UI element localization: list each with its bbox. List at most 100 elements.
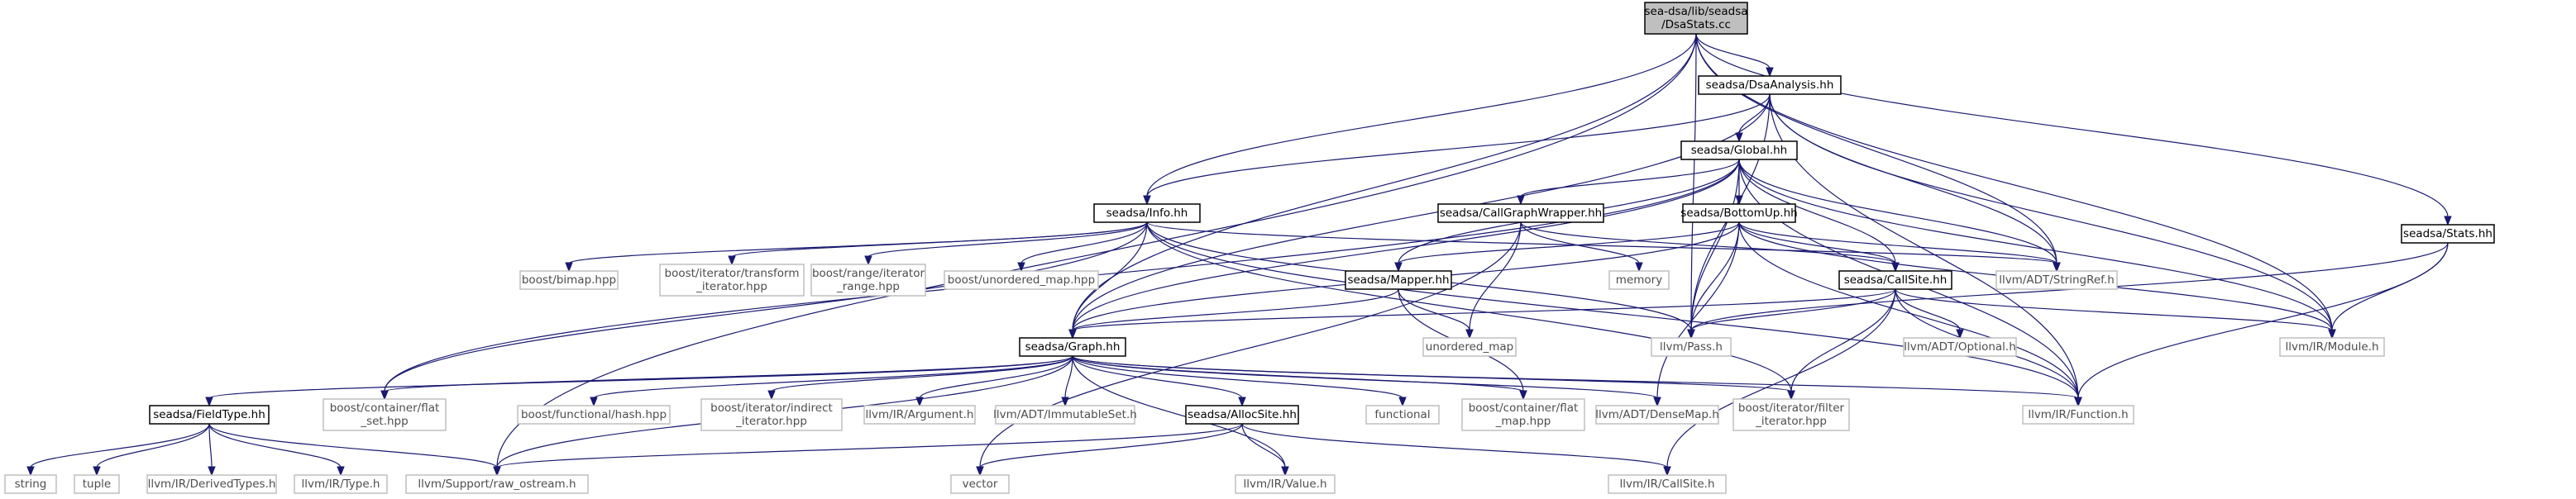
node-graph[interactable]: seadsa/Graph.hh bbox=[1019, 337, 1126, 357]
edge-bottomup-to-stringref bbox=[1738, 221, 2057, 264]
node-flat_set-box bbox=[323, 398, 447, 431]
edge-graph-to-flat_set bbox=[384, 355, 1073, 392]
node-indirect_iter-box bbox=[700, 398, 843, 431]
node-callgraphwrapper[interactable]: seadsa/CallGraphWrapper.hh bbox=[1437, 203, 1604, 223]
node-boost_transform-label-0: boost/iterator/transform bbox=[665, 267, 800, 280]
node-root[interactable]: sea-dsa/lib/seadsa/DsaStats.cc bbox=[1644, 2, 1748, 35]
node-derivedtypes-box bbox=[146, 474, 277, 494]
node-boost_range-box bbox=[810, 264, 926, 297]
arrowhead-dsaanalysis-to-info bbox=[1143, 195, 1151, 206]
node-string: string bbox=[4, 474, 57, 494]
node-boost_bimap: boost/bimap.hpp bbox=[519, 270, 619, 290]
arrowhead-bottomup-to-callsite bbox=[1891, 262, 1900, 273]
node-mapper-box bbox=[1345, 270, 1452, 290]
edge-global-to-graph bbox=[1072, 159, 1740, 331]
edge-graph-to-functional bbox=[1072, 355, 1403, 399]
arrowhead-allocsite-to-vector bbox=[976, 466, 984, 477]
node-root-label-1: /DsaStats.cc bbox=[1661, 18, 1731, 31]
node-mapper[interactable]: seadsa/Mapper.hh bbox=[1345, 270, 1452, 290]
edge-graph-to-flat_map bbox=[1072, 355, 1524, 392]
node-module-box bbox=[2279, 337, 2385, 357]
node-root-label-0: sea-dsa/lib/seadsa bbox=[1644, 5, 1747, 18]
node-value-label-0: llvm/IR/Value.h bbox=[1243, 478, 1326, 491]
node-filter_iter-label-0: boost/iterator/filter bbox=[1738, 402, 1845, 415]
edge-mapper-to-graph bbox=[1072, 288, 1399, 331]
edge-allocsite-to-value bbox=[1241, 423, 1286, 468]
arrowhead-root-to-stats bbox=[2444, 216, 2452, 226]
edge-graph-to-indirect_iter bbox=[771, 355, 1073, 392]
arrowhead-fieldtype-to-tuple bbox=[93, 466, 101, 477]
node-flat_map: boost/container/flat_map.hpp bbox=[1461, 398, 1585, 431]
node-derivedtypes-label-0: llvm/IR/DerivedTypes.h bbox=[148, 478, 276, 491]
node-mapper-label-0: seadsa/Mapper.hh bbox=[1347, 273, 1449, 287]
arrowhead-info-to-boost_bimap bbox=[565, 262, 573, 273]
edge-global-to-callgraphwrapper bbox=[1520, 159, 1740, 197]
edge-bottomup-to-densemap bbox=[1656, 221, 1740, 399]
edge-stats-to-module bbox=[2331, 242, 2449, 331]
edge-dsaanalysis-to-info bbox=[1146, 93, 1771, 197]
node-tuple-box bbox=[74, 474, 120, 494]
node-raw_ostream-box bbox=[405, 474, 589, 494]
node-dsaanalysis-label-0: seadsa/DsaAnalysis.hh bbox=[1706, 78, 1834, 92]
node-unordered_map-box bbox=[1422, 337, 1517, 357]
edge-stats-to-function bbox=[2077, 242, 2449, 399]
edge-callgraphwrapper-to-callsite bbox=[1520, 221, 1896, 264]
node-fieldtype[interactable]: seadsa/FieldType.hh bbox=[149, 405, 270, 425]
node-optional: llvm/ADT/Optional.h bbox=[1903, 337, 2017, 357]
node-global[interactable]: seadsa/Global.hh bbox=[1680, 140, 1798, 160]
node-boost_bimap-label-0: boost/bimap.hpp bbox=[522, 273, 616, 287]
arrowhead-callsite-to-pass bbox=[1687, 329, 1695, 340]
node-function: llvm/IR/Function.h bbox=[2022, 405, 2134, 425]
edge-dsaanalysis-to-graph bbox=[1072, 93, 1771, 331]
node-functional: functional bbox=[1365, 405, 1440, 425]
node-module: llvm/IR/Module.h bbox=[2279, 337, 2385, 357]
node-unordered_map: unordered_map bbox=[1422, 337, 1517, 357]
edge-callsite-to-optional bbox=[1895, 288, 1961, 331]
edge-graph-to-function bbox=[1072, 355, 2079, 399]
node-stats[interactable]: seadsa/Stats.hh bbox=[2401, 224, 2495, 244]
edge-graph-to-immutableset bbox=[1064, 355, 1073, 399]
arrowhead-callsite-to-optional bbox=[1956, 329, 1964, 340]
edge-fieldtype-to-tuple bbox=[96, 423, 210, 468]
edges-layer bbox=[26, 33, 2452, 477]
arrowhead-mapper-to-unordered_map bbox=[1465, 329, 1474, 340]
node-value-box bbox=[1235, 474, 1336, 494]
arrowhead-callsite-to-module bbox=[2328, 329, 2336, 340]
node-boost_transform: boost/iterator/transform_iterator.hpp bbox=[659, 264, 805, 297]
node-stringref-label-0: llvm/ADT/StringRef.h bbox=[1999, 273, 2115, 287]
node-function-label-0: llvm/IR/Function.h bbox=[2028, 408, 2128, 421]
arrowhead-bottomup-to-mapper bbox=[1394, 262, 1403, 273]
node-string-label-0: string bbox=[15, 478, 47, 491]
edge-bottomup-to-callsite bbox=[1738, 221, 1896, 264]
node-argument: llvm/IR/Argument.h bbox=[863, 405, 976, 425]
node-callgraphwrapper-box bbox=[1437, 203, 1604, 223]
arrowhead-bottomup-to-stringref bbox=[2053, 262, 2061, 273]
arrowhead-fieldtype-to-string bbox=[26, 466, 35, 477]
edge-allocsite-to-raw_ostream bbox=[496, 423, 1243, 468]
arrowhead-graph-to-functional bbox=[1398, 397, 1407, 407]
edge-fieldtype-to-derivedtypes bbox=[208, 423, 213, 468]
edge-fieldtype-to-raw_ostream bbox=[208, 423, 498, 468]
edge-callsite-to-filter_iter bbox=[1790, 288, 1896, 392]
node-allocsite-box bbox=[1185, 405, 1299, 425]
node-allocsite[interactable]: seadsa/AllocSite.hh bbox=[1185, 405, 1299, 425]
node-boost_range: boost/range/iterator_range.hpp bbox=[810, 264, 926, 297]
edge-info-to-filter_iter bbox=[1146, 221, 1792, 392]
node-callsite[interactable]: seadsa/CallSite.hh bbox=[1838, 270, 1952, 290]
node-dsaanalysis[interactable]: seadsa/DsaAnalysis.hh bbox=[1698, 75, 1842, 95]
edge-root-to-dsaanalysis bbox=[1695, 33, 1771, 69]
node-fieldtype-label-0: seadsa/FieldType.hh bbox=[153, 408, 265, 421]
edge-info-to-boost_transform bbox=[731, 221, 1148, 258]
node-stats-box bbox=[2401, 224, 2495, 244]
node-global-label-0: seadsa/Global.hh bbox=[1691, 144, 1788, 157]
node-indirect_iter-label-0: boost/iterator/indirect bbox=[710, 402, 833, 415]
node-pass-box bbox=[1651, 337, 1732, 357]
node-functional-label-0: functional bbox=[1374, 408, 1430, 421]
node-boost_bimap-box bbox=[519, 270, 619, 290]
node-info[interactable]: seadsa/Info.hh bbox=[1093, 203, 1201, 223]
node-boost_unordered-label-0: boost/unordered_map.hpp bbox=[948, 273, 1095, 287]
node-root-box bbox=[1644, 2, 1748, 35]
node-tuple: tuple bbox=[74, 474, 120, 494]
node-vector-box bbox=[950, 474, 1010, 494]
node-bottomup[interactable]: seadsa/BottomUp.hh bbox=[1680, 203, 1798, 223]
